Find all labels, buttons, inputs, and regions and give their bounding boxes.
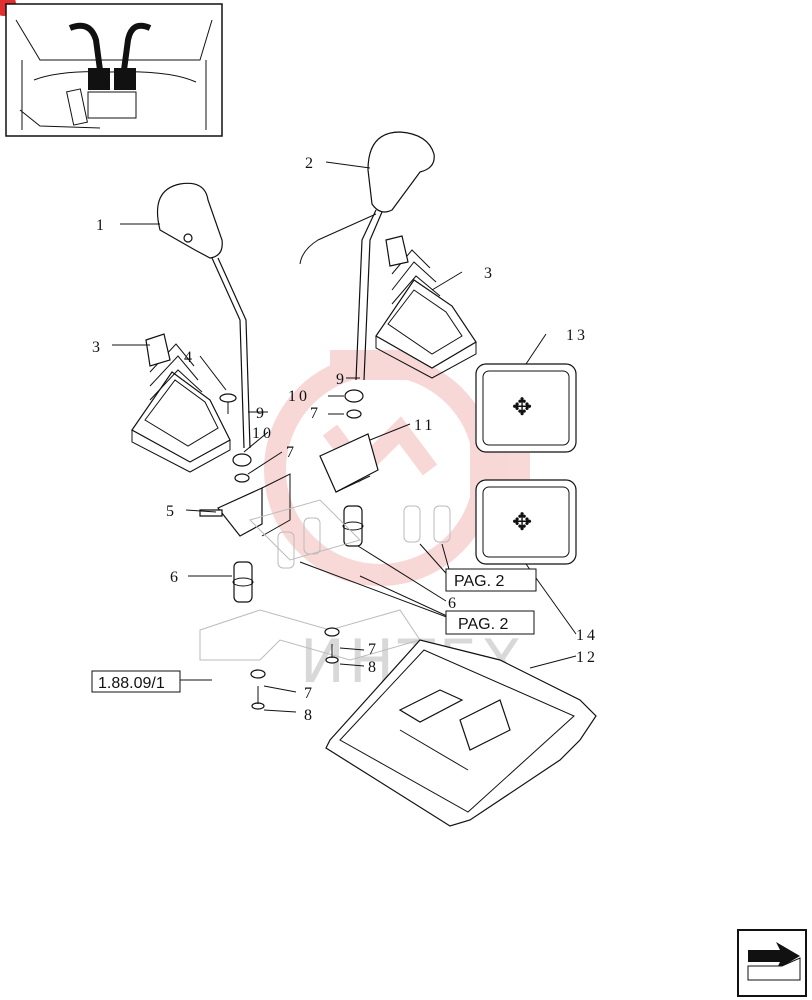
ref-section-text: 1.88.09/1 bbox=[98, 675, 165, 692]
ref-pag2-upper-text: PAG. 2 bbox=[454, 573, 504, 590]
label-part-14: 14 bbox=[576, 627, 598, 644]
washer-7-right[interactable] bbox=[346, 409, 362, 419]
label-part-3-left: 3 bbox=[92, 339, 103, 356]
ring-10-right[interactable] bbox=[344, 389, 364, 403]
label-part-6-left: 6 bbox=[170, 569, 181, 586]
label-part-5: 5 bbox=[166, 503, 177, 520]
lever-1[interactable] bbox=[156, 182, 251, 449]
decal-13[interactable]: ✥ bbox=[475, 363, 577, 453]
cab-thumbnail[interactable] bbox=[5, 3, 223, 137]
label-part-9-right: 9 bbox=[336, 371, 347, 388]
bracket-5[interactable] bbox=[199, 473, 291, 537]
ref-pag2-upper[interactable]: PAG. 2 bbox=[445, 568, 537, 592]
ref-section-link[interactable]: 1.88.09/1 bbox=[91, 670, 181, 693]
label-part-12: 12 bbox=[576, 649, 598, 666]
joint-6-right[interactable] bbox=[342, 505, 364, 547]
label-part-8-b: 8 bbox=[304, 707, 315, 724]
label-part-6-right: 6 bbox=[448, 595, 459, 612]
label-part-10-left: 10 bbox=[252, 425, 274, 442]
label-part-8-a: 8 bbox=[368, 659, 379, 676]
svg-text:✥: ✥ bbox=[512, 393, 532, 421]
floor-mat-12[interactable] bbox=[325, 639, 597, 827]
bracket-11[interactable] bbox=[319, 433, 379, 493]
label-part-7-a: 7 bbox=[286, 444, 297, 461]
washer-7-left[interactable] bbox=[234, 473, 250, 483]
label-part-7-b: 7 bbox=[310, 405, 321, 422]
ring-10-left[interactable] bbox=[232, 453, 252, 467]
label-part-3-right: 3 bbox=[484, 265, 495, 282]
boot-3-right[interactable] bbox=[375, 235, 477, 379]
label-part-13: 13 bbox=[566, 327, 588, 344]
label-part-4: 4 bbox=[184, 349, 195, 366]
valve-body-ghost bbox=[199, 499, 451, 661]
label-part-7-d: 7 bbox=[304, 685, 315, 702]
screw-8-lower-a[interactable] bbox=[325, 644, 339, 664]
label-part-7-c: 7 bbox=[368, 641, 379, 658]
label-part-9-left: 9 bbox=[256, 405, 267, 422]
ref-pag2-lower[interactable]: PAG. 2 bbox=[445, 610, 535, 635]
boot-3-left[interactable] bbox=[131, 333, 231, 473]
label-part-11: 11 bbox=[414, 417, 435, 434]
screw-8-lower-b[interactable] bbox=[251, 686, 265, 710]
decal-14[interactable]: ✥ bbox=[475, 479, 577, 565]
lever-2[interactable] bbox=[299, 131, 435, 381]
svg-text:✥: ✥ bbox=[512, 508, 532, 536]
washer-7-lower-a[interactable] bbox=[324, 627, 340, 637]
washer-7-lower-b[interactable] bbox=[250, 669, 266, 679]
ref-pag2-lower-text: PAG. 2 bbox=[458, 616, 508, 633]
label-part-1: 1 bbox=[96, 217, 107, 234]
label-part-10-right: 10 bbox=[288, 388, 310, 405]
next-page-arrow-icon[interactable] bbox=[737, 929, 807, 997]
leader-lines bbox=[112, 161, 577, 713]
label-part-2: 2 bbox=[305, 155, 316, 172]
screw-4[interactable] bbox=[219, 393, 237, 414]
joint-6-left[interactable] bbox=[232, 561, 254, 603]
